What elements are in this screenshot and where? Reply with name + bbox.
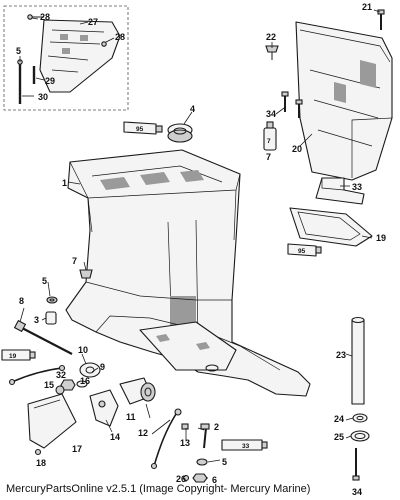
part-27-cover-plate[interactable] bbox=[39, 19, 121, 93]
tube-label-95-right: 95 bbox=[298, 248, 306, 255]
callout-8: 8 bbox=[19, 296, 24, 306]
callout-26: 26 bbox=[176, 474, 186, 484]
part-2-stud[interactable] bbox=[200, 423, 210, 449]
part-15-screw[interactable] bbox=[55, 385, 65, 395]
callout-22: 22 bbox=[266, 32, 276, 42]
part-16-washer[interactable] bbox=[76, 380, 88, 388]
part-32-nut[interactable] bbox=[60, 379, 76, 391]
callout-13: 13 bbox=[180, 438, 190, 448]
sealant-tube-33-bottom[interactable]: 33 bbox=[221, 439, 268, 451]
part-13-screw[interactable] bbox=[181, 423, 189, 430]
part-18-screw[interactable] bbox=[34, 448, 42, 456]
callout-20: 20 bbox=[292, 144, 302, 154]
part-25-clamp[interactable] bbox=[350, 430, 370, 442]
part-21-bolt[interactable] bbox=[377, 9, 385, 30]
part-6-nut[interactable] bbox=[192, 473, 208, 483]
callout-6: 6 bbox=[212, 475, 217, 485]
part-22-wing-nut[interactable] bbox=[265, 45, 279, 60]
callout-33: 33 bbox=[352, 182, 362, 192]
callout-12: 12 bbox=[138, 428, 148, 438]
callout-7-top: 7 bbox=[266, 152, 271, 162]
callout-21: 21 bbox=[362, 2, 372, 12]
callout-27: 27 bbox=[88, 17, 98, 27]
part-17-anode-cover[interactable] bbox=[27, 393, 77, 449]
callout-15: 15 bbox=[44, 380, 54, 390]
part-7-plug[interactable] bbox=[79, 269, 93, 279]
part-33-plate[interactable] bbox=[315, 177, 365, 205]
callout-10: 10 bbox=[78, 345, 88, 355]
lubricant-tube-95-top[interactable]: 95 bbox=[123, 121, 163, 135]
callout-4: 4 bbox=[190, 104, 195, 114]
callout-24: 24 bbox=[334, 414, 344, 424]
callout-34-bottom: 34 bbox=[352, 487, 362, 497]
lubricant-tube-95-right[interactable]: 95 bbox=[287, 243, 322, 257]
callout-5-left: 5 bbox=[42, 276, 47, 286]
sealant-tube-19-left[interactable]: 19 bbox=[1, 349, 36, 361]
inset-panel-cover bbox=[3, 5, 129, 111]
callout-23: 23 bbox=[336, 350, 346, 360]
part-23-tube[interactable] bbox=[351, 316, 365, 405]
copyright-footer: MercuryPartsOnline v2.5.1 (Image Copyrig… bbox=[6, 483, 311, 495]
tube-label-7: 7 bbox=[267, 138, 271, 145]
part-5-washer-bottom[interactable] bbox=[196, 458, 208, 466]
callout-5-bottom: 5 bbox=[222, 457, 227, 467]
part-12-wire[interactable] bbox=[150, 408, 182, 470]
tube-label-19: 19 bbox=[9, 353, 17, 360]
part-5-washer-left[interactable] bbox=[46, 296, 58, 304]
callout-29: 29 bbox=[45, 76, 55, 86]
callout-9: 9 bbox=[100, 362, 105, 372]
sealant-tube-7-top[interactable]: 7 bbox=[263, 121, 277, 151]
part-28-screw-top[interactable] bbox=[27, 14, 44, 20]
callout-34-top: 34 bbox=[266, 109, 276, 119]
callout-28-right: 28 bbox=[115, 32, 125, 42]
callout-11: 11 bbox=[126, 412, 136, 422]
callout-30: 30 bbox=[38, 92, 48, 102]
callout-7-left: 7 bbox=[72, 256, 77, 266]
part-28-screw-right[interactable] bbox=[101, 41, 107, 47]
part-24-seal[interactable] bbox=[352, 413, 368, 423]
callout-18: 18 bbox=[36, 458, 46, 468]
callout-5-inset: 5 bbox=[16, 46, 21, 56]
callout-17: 17 bbox=[72, 444, 82, 454]
part-9-wire[interactable] bbox=[8, 364, 66, 386]
callout-25: 25 bbox=[334, 432, 344, 442]
callout-3: 3 bbox=[34, 315, 39, 325]
part-11-mount[interactable] bbox=[119, 377, 156, 405]
part-34-bolt-bottom[interactable] bbox=[352, 448, 360, 481]
part-34-bolts[interactable] bbox=[281, 91, 303, 118]
part-19-gasket[interactable] bbox=[289, 207, 373, 247]
part-14-bracket[interactable] bbox=[89, 389, 119, 427]
part-4-seal[interactable] bbox=[167, 123, 193, 143]
part-10-washer[interactable] bbox=[79, 362, 101, 378]
tube-label-33: 33 bbox=[242, 443, 250, 450]
tube-label-95-top: 95 bbox=[136, 126, 144, 133]
callout-28-top: 28 bbox=[40, 12, 50, 22]
callout-19-right: 19 bbox=[376, 233, 386, 243]
callout-16: 16 bbox=[80, 376, 90, 386]
callout-1: 1 bbox=[62, 178, 67, 188]
part-1-driveshaft-housing[interactable] bbox=[65, 149, 311, 397]
part-3-plug[interactable] bbox=[45, 311, 57, 325]
callout-14: 14 bbox=[110, 432, 120, 442]
part-20-driveshaft-housing-adapter[interactable] bbox=[295, 21, 393, 181]
callout-2: 2 bbox=[214, 422, 219, 432]
part-8-bolt[interactable] bbox=[13, 319, 73, 355]
callout-32: 32 bbox=[56, 370, 66, 380]
